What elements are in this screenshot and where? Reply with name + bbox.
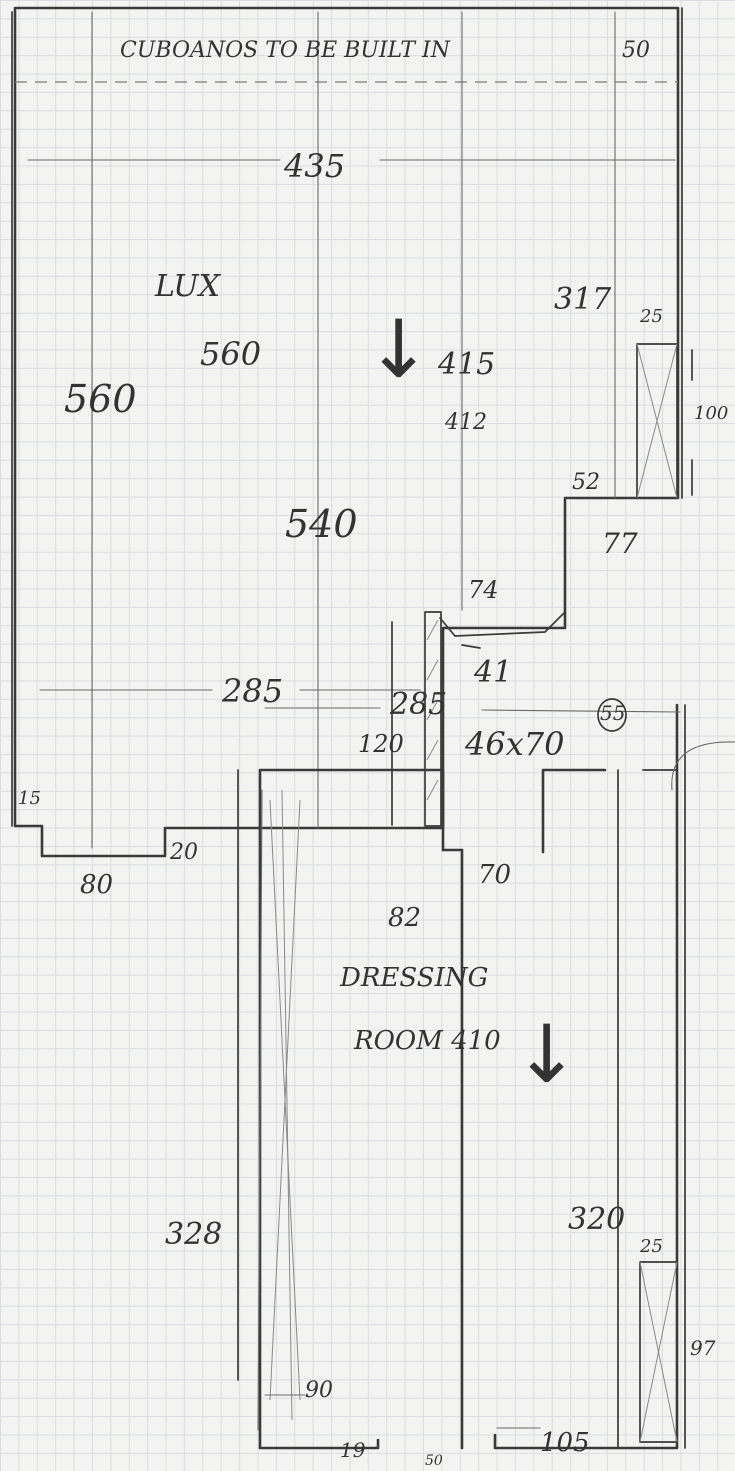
dim-step-77: 77 [602,527,638,560]
lower-room-walls [237,703,686,1450]
dim-bottom-50: 50 [425,1453,443,1469]
dim-lower-right-320: 320 [568,1202,626,1237]
dim-bottom-105: 105 [540,1428,590,1458]
upper-room-guides [15,11,678,849]
dim-circled-55: 55 [600,701,626,725]
lower-closet [639,1261,678,1443]
room-name-label: LUX [155,269,220,304]
dim-bottom-90: 90 [305,1378,333,1403]
dim-bottom-80: 80 [80,870,114,900]
dim-notch-15: 15 [18,788,41,809]
dim-closet-100: 100 [694,403,729,424]
dim-top-right-50: 50 [622,38,650,63]
dim-inner-height: 540 [285,502,358,546]
down-arrow-icon: ↓ [513,1008,581,1101]
dim-door-41: 41 [474,655,513,690]
dim-bottom-20: 20 [170,840,198,865]
down-arrow-icon: ↓ [365,303,433,396]
upper-room-walls [11,6,683,858]
lower-room-name-line1: DRESSING [340,963,489,993]
dim-step-52: 52 [572,470,600,495]
dim-corridor-82: 82 [388,903,422,933]
dim-closet-25: 25 [640,306,663,327]
lower-room-name-line2: ROOM 410 [354,1026,501,1056]
dim-lower-closet-97: 97 [690,1336,716,1360]
room-name-value: 560 [200,335,262,373]
dim-value-412: 412 [445,410,487,435]
dim-lower-width-285: 285 [390,687,448,722]
dim-lower-closet-25: 25 [640,1236,663,1257]
header-note: CUBOANOS TO BE BUILT IN [120,38,450,63]
dim-overall-width: 435 [284,147,346,185]
dim-value-415: 415 [438,347,496,382]
dim-door-120: 120 [358,730,404,758]
dim-width-285: 285 [222,672,284,710]
dim-corridor-70: 70 [478,860,512,890]
dim-door-size: 46x70 [465,725,565,763]
dim-right-317: 317 [554,282,612,317]
dim-bottom-19: 19 [340,1438,366,1462]
lower-room-guides [257,698,735,1431]
dim-left-height: 560 [64,377,137,421]
dim-lower-left-328: 328 [165,1217,223,1252]
dim-step-74: 74 [468,576,499,604]
upper-closet [636,343,693,499]
upper-door [391,611,566,827]
